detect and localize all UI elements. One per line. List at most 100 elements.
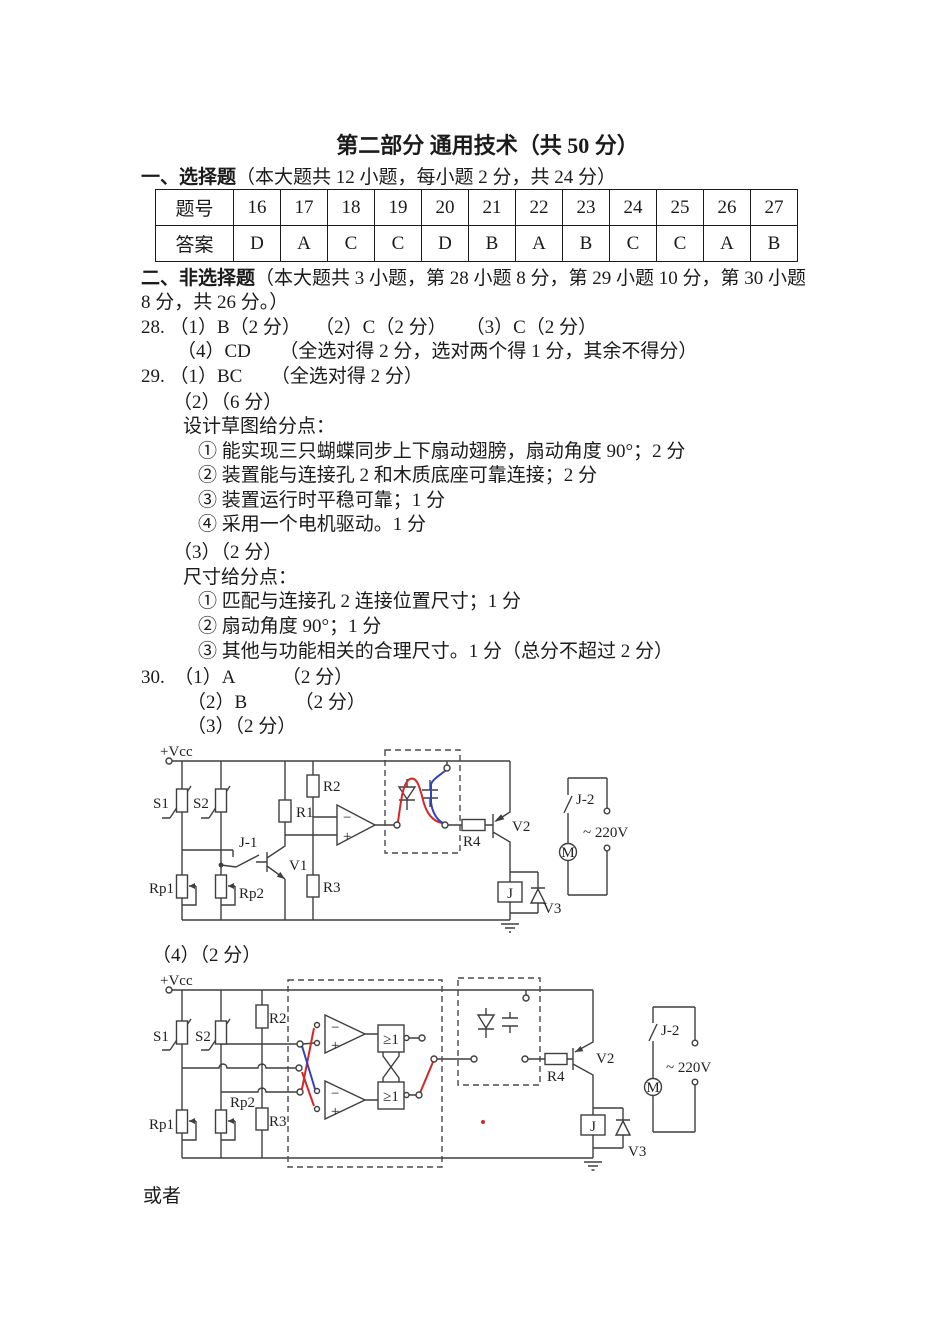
- r1-label: R1: [296, 805, 314, 821]
- v1-emitter-arrow: [276, 871, 285, 879]
- q29-dim-point: ③ 其他与功能相关的合理尺寸。1 分（总分不超过 2 分）: [198, 641, 674, 662]
- relay-label: J: [590, 1119, 596, 1135]
- q29-part3-score: （3）（2 分）: [173, 542, 283, 563]
- v2-arrow: [494, 814, 505, 822]
- s2-label: S2: [195, 1029, 211, 1045]
- table-row: 题号 16 17 18 19 20 21 22 23 24 25 26 27: [155, 189, 798, 226]
- relay-label: J: [507, 886, 513, 902]
- alternative-answer-label: 或者: [143, 1186, 182, 1207]
- j1-label: J-1: [239, 835, 257, 851]
- component-dashed-box: [384, 749, 461, 854]
- q29-dim-header: 尺寸给分点：: [183, 567, 298, 588]
- answer-cell: A: [515, 225, 563, 262]
- table-row2-header: 答案: [155, 225, 234, 262]
- blue-answer-wire: [301, 1045, 316, 1090]
- terminal: [313, 1087, 321, 1095]
- question-number-cell: 21: [468, 189, 516, 226]
- rp1-label: Rp1: [149, 881, 174, 897]
- terminal: [470, 1055, 478, 1063]
- q30-part3-score: （3）（2 分）: [187, 716, 297, 737]
- thermistor-s2: [214, 788, 228, 813]
- voltage-label: ~ 220V: [666, 1060, 711, 1076]
- motor-m: [558, 842, 578, 862]
- resistor-r4: [544, 1052, 568, 1066]
- section2-heading: 二、非选择题（本大题共 3 小题，第 28 小题 8 分，第 29 小题 10 …: [141, 267, 806, 291]
- s1-label: S1: [153, 796, 169, 812]
- gate2-label: ≥1: [383, 1089, 399, 1105]
- q29-sketch-point: ④ 采用一个电机驱动。1 分: [198, 514, 427, 535]
- circuit-diagram-1: − + +Vcc S1 S2 J-1 V1 R1 R2 R3 Rp1 Rp2 R…: [149, 744, 628, 933]
- red-answer-wire: [419, 1061, 434, 1094]
- v2-arrow: [575, 1046, 584, 1052]
- j2-label: J-2: [576, 792, 594, 808]
- s2-label: S2: [193, 796, 209, 812]
- mains-terminal: [603, 844, 611, 852]
- resistor-r3: [255, 1107, 269, 1131]
- mains-terminal: [691, 1039, 699, 1047]
- q30-part4-score: （4）（2 分）: [152, 945, 262, 966]
- terminal: [313, 1039, 321, 1047]
- vcc-label: +Vcc: [160, 973, 193, 989]
- answer-cell: B: [468, 225, 516, 262]
- question-number-cell: 20: [421, 189, 469, 226]
- v2-label: V2: [596, 1051, 614, 1067]
- thermistor-s1: [175, 1020, 189, 1045]
- or-gate-2: [377, 1081, 410, 1110]
- relay-coil-j: [497, 881, 523, 903]
- terminal: [295, 1064, 303, 1072]
- terminal: [313, 1105, 321, 1113]
- voltage-label: ~ 220V: [583, 825, 628, 841]
- question-number-cell: 27: [750, 189, 798, 226]
- section2-heading-bold: 二、非选择题: [141, 268, 256, 289]
- question-number-cell: 26: [703, 189, 751, 226]
- vcc-terminal: [165, 986, 173, 994]
- terminal: [418, 1034, 426, 1042]
- r4-label: R4: [463, 834, 481, 850]
- question-number-cell: 17: [280, 189, 328, 226]
- potentiometer-rp2: [214, 1109, 234, 1134]
- question-number-cell: 18: [327, 189, 375, 226]
- gate1-label: ≥1: [383, 1032, 399, 1048]
- thermistor-s2: [214, 1020, 228, 1045]
- thermistor-s1: [175, 788, 189, 813]
- question-number-cell: 16: [233, 189, 281, 226]
- rp2-label: Rp2: [239, 886, 264, 902]
- comp1-minus-label: −: [331, 1020, 339, 1036]
- answer-cell: C: [374, 225, 422, 262]
- answer-cell: D: [421, 225, 469, 262]
- s1-label: S1: [153, 1029, 169, 1045]
- r3-label: R3: [323, 880, 341, 896]
- diode-v3: [529, 887, 547, 904]
- component-dashed-box: [457, 977, 541, 1086]
- q29-sketch-point: ③ 装置运行时平稳可靠；1 分: [198, 490, 446, 511]
- r2-label: R2: [323, 779, 341, 795]
- vcc-terminal: [165, 757, 173, 765]
- potentiometer-rp1: [175, 874, 195, 899]
- j2-label: J-2: [661, 1023, 679, 1039]
- opamp-comparator: [336, 803, 377, 847]
- section1-heading: 一、选择题（本大题共 12 小题，每小题 2 分，共 24 分）: [141, 166, 616, 190]
- question-number-cell: 23: [562, 189, 610, 226]
- q30-answer-line1: 30. （1）A （2 分）: [141, 667, 354, 688]
- resistor-r2: [255, 1004, 269, 1029]
- terminal: [415, 1091, 423, 1099]
- diode-symbol: [476, 1014, 496, 1030]
- diode-v3: [614, 1119, 632, 1136]
- terminal: [296, 1040, 304, 1048]
- section1-heading-bold: 一、选择题: [141, 167, 237, 188]
- motor-label: M: [561, 845, 574, 861]
- q29-part2-score: （2）（6 分）: [173, 392, 283, 413]
- terminal: [393, 821, 401, 829]
- answer-table: 题号 16 17 18 19 20 21 22 23 24 25 26 27 答…: [155, 189, 798, 262]
- q29-sketch-header: 设计草图给分点：: [183, 416, 336, 437]
- blue-answer-wire: [430, 769, 447, 824]
- q29-sketch-point: ② 装置能与连接孔 2 和木质底座可靠连接；2 分: [198, 465, 598, 486]
- vcc-label: +Vcc: [160, 744, 193, 760]
- motor-m: [643, 1077, 663, 1097]
- opamp-comparator-2: [324, 1079, 367, 1121]
- comp2-minus-label: −: [331, 1086, 339, 1102]
- answer-cell: B: [750, 225, 798, 262]
- v2-label: V2: [512, 819, 530, 835]
- terminal: [430, 1055, 438, 1063]
